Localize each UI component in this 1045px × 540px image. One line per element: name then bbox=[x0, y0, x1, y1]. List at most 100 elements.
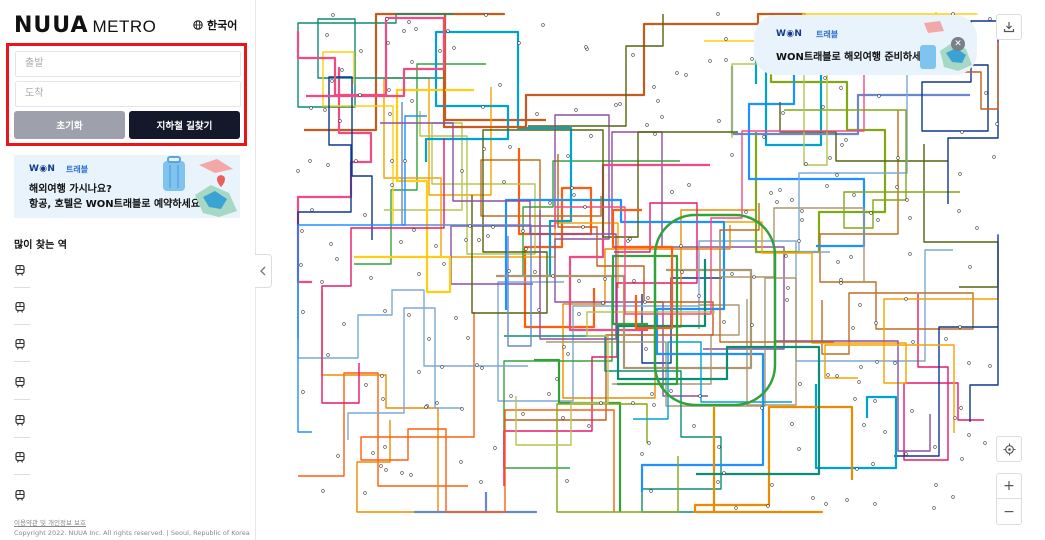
station-marker[interactable] bbox=[778, 188, 782, 192]
station-marker[interactable] bbox=[584, 45, 588, 49]
zoom-in-button[interactable]: + bbox=[996, 473, 1022, 499]
station-marker[interactable] bbox=[323, 108, 327, 112]
station-marker[interactable] bbox=[849, 255, 853, 259]
station-marker[interactable] bbox=[548, 201, 552, 205]
station-marker[interactable] bbox=[646, 296, 650, 300]
language-selector[interactable]: 한국어 bbox=[193, 17, 237, 33]
station-marker[interactable] bbox=[533, 270, 537, 274]
station-marker[interactable] bbox=[730, 153, 734, 157]
station-marker[interactable] bbox=[424, 405, 428, 409]
station-marker[interactable] bbox=[446, 29, 450, 33]
frequent-station-item[interactable] bbox=[14, 377, 30, 407]
frequent-station-item[interactable] bbox=[14, 302, 30, 332]
station-marker[interactable] bbox=[535, 112, 539, 116]
station-marker[interactable] bbox=[905, 198, 909, 202]
station-marker[interactable] bbox=[716, 480, 720, 484]
subway-map[interactable] bbox=[271, 0, 1045, 540]
station-marker[interactable] bbox=[577, 312, 581, 316]
station-marker[interactable] bbox=[631, 53, 635, 57]
station-marker[interactable] bbox=[968, 265, 972, 269]
station-marker[interactable] bbox=[581, 225, 585, 229]
station-marker[interactable] bbox=[988, 364, 992, 368]
station-marker[interactable] bbox=[587, 424, 591, 428]
station-marker[interactable] bbox=[995, 122, 999, 126]
station-marker[interactable] bbox=[599, 401, 603, 405]
station-marker[interactable] bbox=[722, 320, 726, 324]
station-marker[interactable] bbox=[434, 244, 438, 248]
station-marker[interactable] bbox=[875, 360, 879, 364]
station-marker[interactable] bbox=[786, 286, 790, 290]
station-marker[interactable] bbox=[626, 239, 630, 243]
station-marker[interactable] bbox=[744, 210, 748, 214]
station-marker[interactable] bbox=[614, 103, 618, 107]
station-marker[interactable] bbox=[399, 240, 403, 244]
station-marker[interactable] bbox=[427, 337, 431, 341]
destination-input[interactable] bbox=[25, 82, 231, 105]
station-marker[interactable] bbox=[811, 496, 815, 500]
station-marker[interactable] bbox=[566, 154, 570, 158]
station-marker[interactable] bbox=[521, 412, 525, 416]
station-marker[interactable] bbox=[475, 363, 479, 367]
frequent-station-item[interactable] bbox=[14, 265, 30, 295]
station-marker[interactable] bbox=[697, 294, 701, 298]
station-marker[interactable] bbox=[562, 345, 566, 349]
zoom-out-button[interactable]: − bbox=[996, 499, 1022, 525]
station-marker[interactable] bbox=[934, 483, 938, 487]
frequent-station-item[interactable] bbox=[14, 452, 30, 482]
station-marker[interactable] bbox=[781, 111, 785, 115]
station-marker[interactable] bbox=[632, 279, 636, 283]
origin-field[interactable] bbox=[15, 51, 241, 77]
station-marker[interactable] bbox=[958, 172, 962, 176]
station-marker[interactable] bbox=[675, 71, 679, 75]
station-marker[interactable] bbox=[325, 33, 329, 37]
station-marker[interactable] bbox=[482, 147, 486, 151]
station-marker[interactable] bbox=[877, 94, 881, 98]
station-marker[interactable] bbox=[650, 392, 654, 396]
station-marker[interactable] bbox=[687, 183, 691, 187]
station-marker[interactable] bbox=[521, 229, 525, 233]
station-marker[interactable] bbox=[944, 337, 948, 341]
station-marker[interactable] bbox=[403, 159, 407, 163]
reset-button[interactable]: 초기화 bbox=[14, 111, 125, 139]
station-marker[interactable] bbox=[524, 247, 528, 251]
station-marker[interactable] bbox=[335, 257, 339, 261]
station-marker[interactable] bbox=[358, 93, 362, 97]
station-marker[interactable] bbox=[800, 218, 804, 222]
station-marker[interactable] bbox=[734, 506, 738, 510]
station-marker[interactable] bbox=[438, 49, 442, 53]
station-marker[interactable] bbox=[460, 169, 464, 173]
station-marker[interactable] bbox=[669, 389, 673, 393]
station-marker[interactable] bbox=[724, 58, 728, 62]
station-marker[interactable] bbox=[369, 276, 373, 280]
station-marker[interactable] bbox=[583, 205, 587, 209]
logo[interactable]: NUUA METRO bbox=[14, 13, 156, 38]
station-marker[interactable] bbox=[386, 41, 390, 45]
station-marker[interactable] bbox=[660, 115, 664, 119]
station-marker[interactable] bbox=[988, 17, 992, 21]
station-marker[interactable] bbox=[670, 190, 674, 194]
download-map-button[interactable] bbox=[996, 14, 1022, 40]
subway-map-canvas[interactable] bbox=[271, 0, 1045, 540]
station-marker[interactable] bbox=[300, 229, 304, 233]
station-marker[interactable] bbox=[967, 433, 971, 437]
station-marker[interactable] bbox=[836, 260, 840, 264]
station-marker[interactable] bbox=[601, 301, 605, 305]
station-marker[interactable] bbox=[798, 382, 802, 386]
station-marker[interactable] bbox=[384, 468, 388, 472]
station-marker[interactable] bbox=[790, 422, 794, 426]
station-marker[interactable] bbox=[724, 37, 728, 41]
station-marker[interactable] bbox=[797, 447, 801, 451]
station-marker[interactable] bbox=[911, 340, 915, 344]
station-marker[interactable] bbox=[435, 401, 439, 405]
station-marker[interactable] bbox=[407, 313, 411, 317]
station-marker[interactable] bbox=[750, 323, 754, 327]
station-marker[interactable] bbox=[385, 17, 389, 21]
station-marker[interactable] bbox=[468, 224, 472, 228]
frequent-station-item[interactable] bbox=[14, 490, 30, 520]
station-marker[interactable] bbox=[823, 76, 827, 80]
station-marker[interactable] bbox=[692, 424, 696, 428]
station-marker[interactable] bbox=[730, 272, 734, 276]
station-marker[interactable] bbox=[412, 228, 416, 232]
station-marker[interactable] bbox=[508, 145, 512, 149]
station-marker[interactable] bbox=[390, 159, 394, 163]
